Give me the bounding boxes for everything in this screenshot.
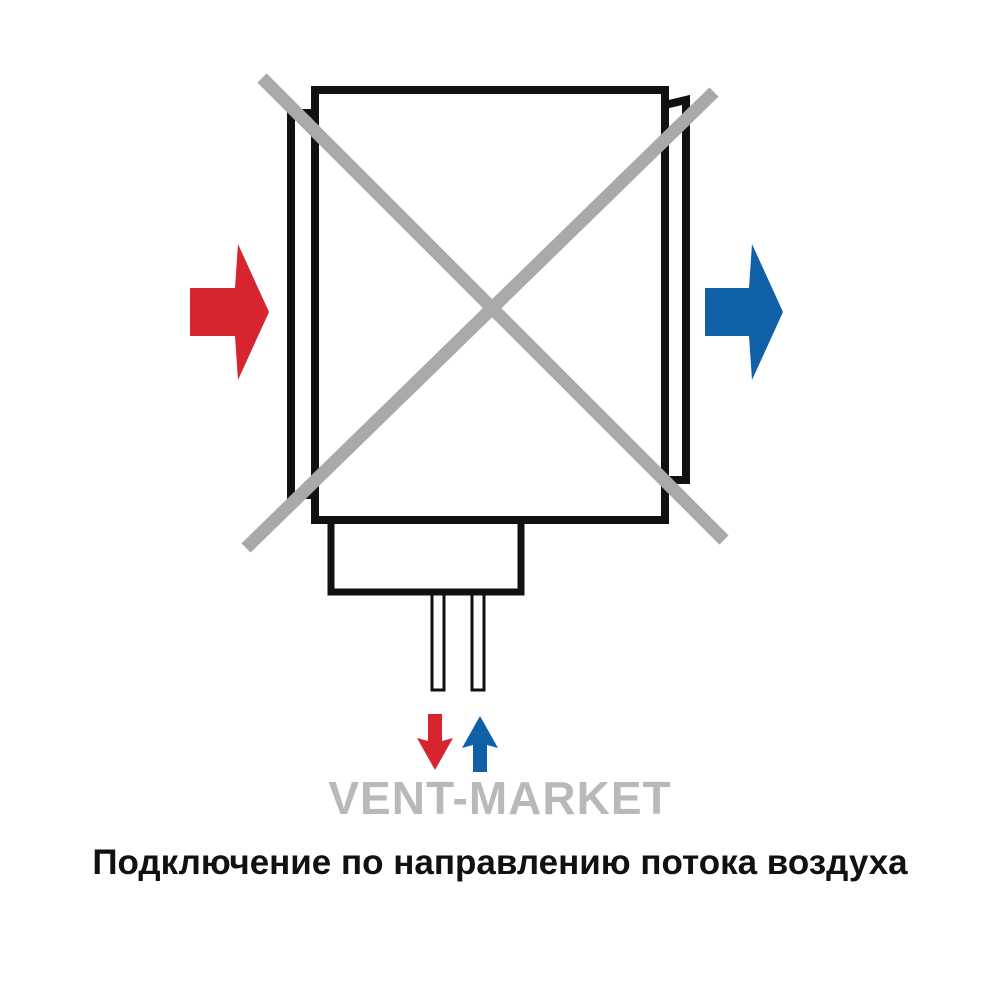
connection-box [327,516,525,596]
back-plate-outline-right [664,94,690,484]
pipe-supply [430,592,446,692]
red-down-arrow-icon [417,714,453,770]
blue-up-arrow-icon [462,716,498,772]
prohibited-cross-icon [241,73,729,553]
pipe-return [470,592,486,692]
blue-right-arrow-icon [705,244,783,380]
red-right-arrow-icon [190,244,269,380]
diagram-caption: Подключение по направлению потока воздух… [92,843,908,882]
watermark-text: VENT-MARKET [328,772,672,824]
